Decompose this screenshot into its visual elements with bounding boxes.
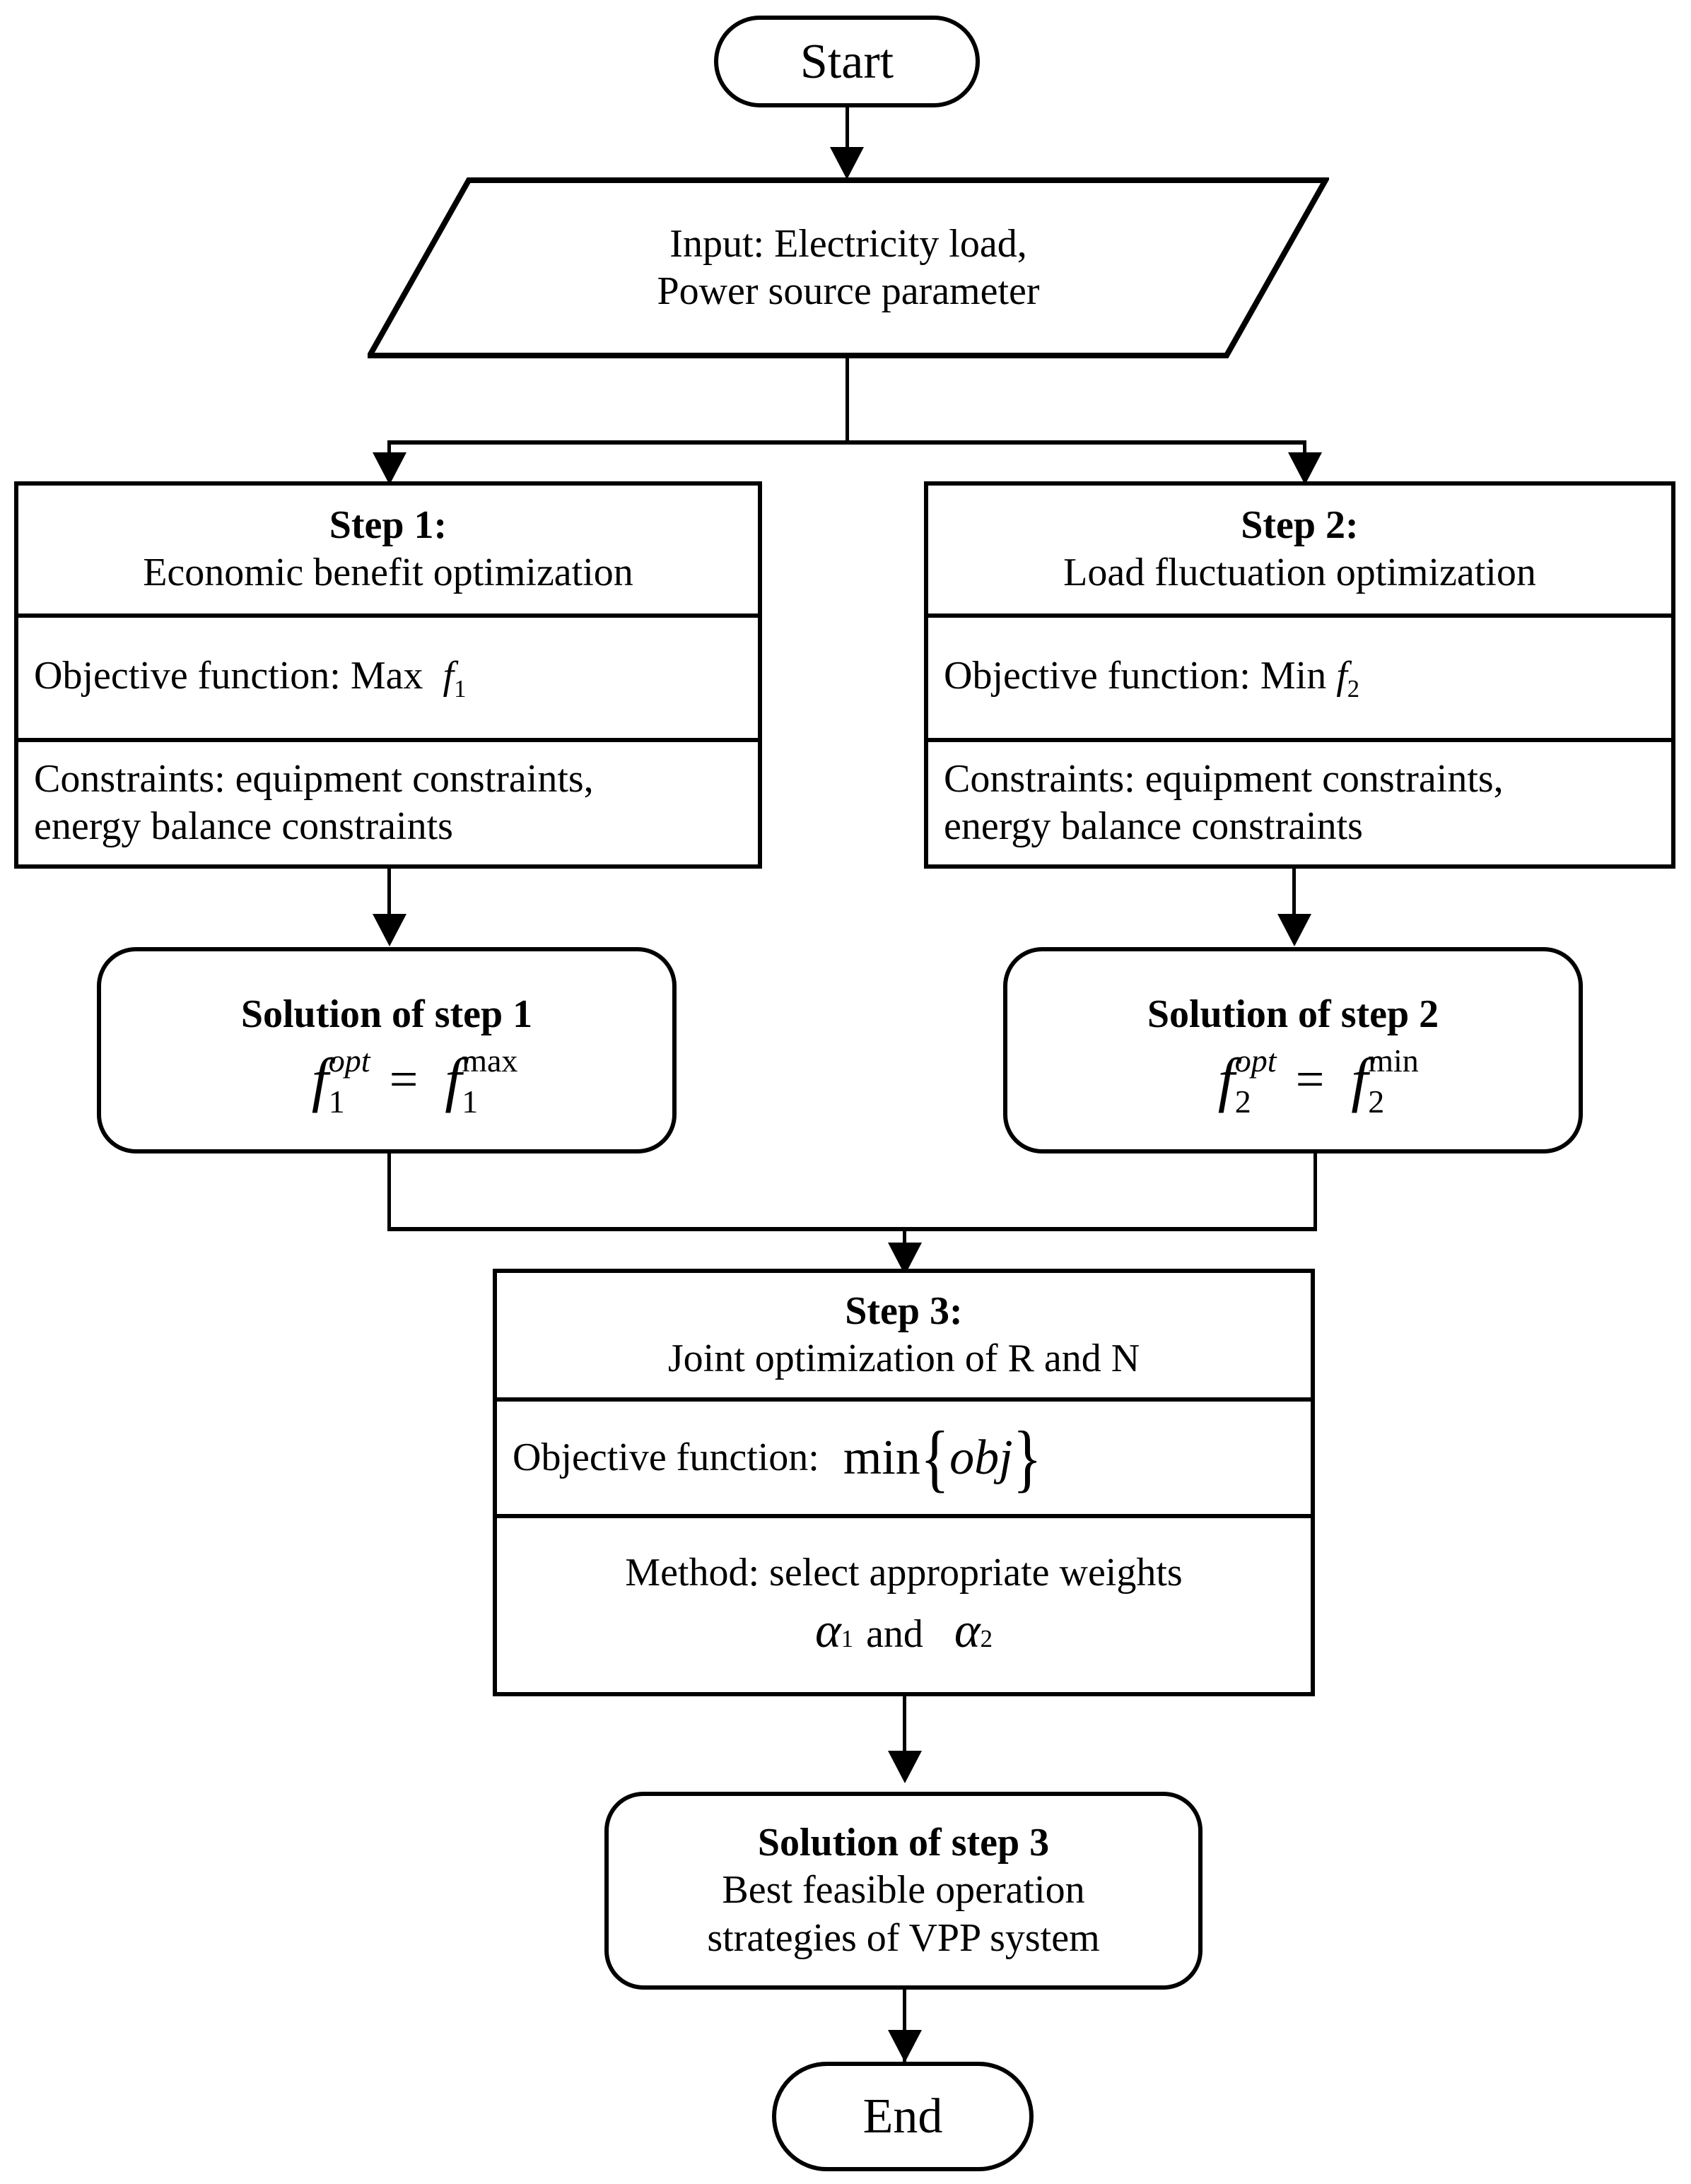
solution2-rhs-subscript: 2: [1368, 1083, 1385, 1120]
node-solution3-title: Solution of step 3: [757, 1821, 1050, 1865]
node-step3-title: Step 3:: [845, 1288, 963, 1333]
edge-input-to-step2-arrowhead: [1288, 452, 1322, 485]
node-start[interactable]: Start: [714, 16, 980, 107]
node-step3-alpha1: α: [814, 1603, 841, 1658]
node-solution3-line2: strategies of VPP system: [707, 1915, 1100, 1960]
node-step2-objective-symbol: f: [1336, 653, 1347, 698]
node-step3-objective: Objective function: min { obj }: [497, 1397, 1311, 1514]
edge-solution2-merge-line: [1313, 1153, 1317, 1231]
node-step1-objective-subscript: 1: [454, 674, 467, 703]
node-step1-constraints-line2: energy balance constraints: [34, 804, 453, 849]
node-solution2-title: Solution of step 2: [1147, 992, 1439, 1037]
solution1-rhs-subscript: 1: [462, 1083, 479, 1120]
node-input-line2: Power source parameter: [657, 269, 1040, 313]
node-step2-objective: Objective function: Min f2: [928, 613, 1671, 738]
node-end[interactable]: End: [772, 2062, 1034, 2171]
node-step1-objective-prefix: Objective function: Max: [34, 653, 423, 698]
input-parallelogram-shape: [368, 177, 1329, 358]
solution2-lhs-subscript: 2: [1234, 1083, 1251, 1120]
node-step2-subtitle: Load fluctuation optimization: [1063, 551, 1536, 595]
node-step3-method-and: and: [866, 1611, 923, 1656]
node-end-label: End: [862, 2089, 943, 2144]
node-solution2[interactable]: Solution of step 2 f opt 2 = f min 2: [1003, 947, 1583, 1153]
edge-solution3-to-end-line: [903, 1990, 906, 2064]
node-solution1-equation: f opt 1 = f max 1: [312, 1044, 518, 1117]
node-start-label: Start: [800, 34, 894, 89]
edge-step3-to-solution3-line: [903, 1696, 906, 1767]
edge-start-to-input-arrowhead: [830, 147, 864, 180]
solution2-rhs-symbol: f: [1351, 1045, 1369, 1113]
edge-step2-to-solution2-line: [1292, 869, 1296, 918]
node-step1-header: Step 1: Economic benefit optimization: [18, 486, 758, 613]
node-step3-objective-min: min: [843, 1431, 920, 1485]
edge-input-split-stem: [845, 355, 849, 443]
node-step3-brace-open: {: [920, 1415, 950, 1501]
solution1-lhs-superscript: opt: [328, 1042, 370, 1079]
node-step3-alpha2-sub: 2: [980, 1624, 993, 1652]
solution1-rhs-superscript: max: [462, 1042, 518, 1079]
edge-input-split-bar: [387, 440, 1306, 445]
node-step2-constraints-line1: Constraints: equipment constraints,: [944, 757, 1504, 802]
edge-step1-to-solution1-line: [387, 869, 391, 918]
node-step3-subtitle: Joint optimization of R and N: [667, 1337, 1140, 1380]
node-step3-method-line1: Method: select appropriate weights: [625, 1551, 1183, 1595]
solution1-rhs-symbol: f: [445, 1045, 462, 1113]
edge-solution1-merge-line: [387, 1153, 391, 1231]
node-step3-objective-prefix: Objective function:: [513, 1435, 819, 1479]
solution1-operator: =: [389, 1050, 419, 1108]
node-step2-title: Step 2:: [1241, 503, 1359, 548]
node-step1[interactable]: Step 1: Economic benefit optimization Ob…: [14, 481, 762, 869]
node-input[interactable]: Input: Electricity load, Power source pa…: [368, 177, 1329, 359]
node-step2[interactable]: Step 2: Load fluctuation optimization Ob…: [924, 481, 1675, 869]
node-step1-constraints-line1: Constraints: equipment constraints,: [34, 757, 594, 802]
edge-step1-to-solution1-arrowhead: [373, 914, 406, 946]
node-step2-header: Step 2: Load fluctuation optimization: [928, 486, 1671, 613]
solution1-lhs-subscript: 1: [328, 1083, 345, 1120]
node-step1-objective: Objective function: Max f1: [18, 613, 758, 738]
node-step3-header: Step 3: Joint optimization of R and N: [497, 1273, 1311, 1397]
node-step3-objective-obj: obj: [949, 1431, 1013, 1485]
solution2-rhs-superscript: min: [1368, 1042, 1419, 1079]
edge-merge-bar: [387, 1227, 1317, 1231]
node-step3[interactable]: Step 3: Joint optimization of R and N Ob…: [493, 1269, 1315, 1696]
node-step2-objective-prefix: Objective function: Min: [944, 653, 1327, 698]
node-input-line1: Input: Electricity load,: [669, 221, 1027, 266]
node-solution3-line1: Best feasible operation: [722, 1868, 1085, 1913]
node-solution1-title: Solution of step 1: [240, 992, 533, 1037]
node-step2-objective-subscript: 2: [1347, 674, 1360, 703]
node-step2-constraints: Constraints: equipment constraints, ener…: [928, 737, 1671, 864]
node-step1-constraints: Constraints: equipment constraints, ener…: [18, 737, 758, 864]
node-step3-brace-close: }: [1012, 1415, 1042, 1501]
node-solution1[interactable]: Solution of step 1 f opt 1 = f max 1: [97, 947, 677, 1153]
solution2-lhs-superscript: opt: [1234, 1042, 1277, 1079]
solution2-operator: =: [1295, 1050, 1325, 1108]
edge-start-to-input-line: [845, 107, 849, 148]
edge-solution3-to-end-arrowhead: [888, 2030, 922, 2062]
node-step3-alpha2: α: [954, 1603, 981, 1658]
solution1-lhs-symbol: f: [311, 1045, 329, 1113]
node-step3-alpha1-sub: 1: [841, 1624, 854, 1652]
solution2-lhs-symbol: f: [1217, 1045, 1235, 1113]
node-step1-objective-symbol: f: [443, 653, 455, 698]
edge-step2-to-solution2-arrowhead: [1277, 914, 1311, 946]
node-step2-constraints-line2: energy balance constraints: [944, 804, 1363, 849]
edge-step3-to-solution3-arrowhead: [888, 1751, 922, 1783]
node-solution2-equation: f opt 2 = f min 2: [1218, 1044, 1419, 1117]
node-step1-subtitle: Economic benefit optimization: [143, 551, 633, 595]
edge-input-to-step1-arrowhead: [373, 452, 406, 485]
node-step1-title: Step 1:: [329, 503, 447, 548]
node-solution3[interactable]: Solution of step 3 Best feasible operati…: [604, 1792, 1203, 1990]
